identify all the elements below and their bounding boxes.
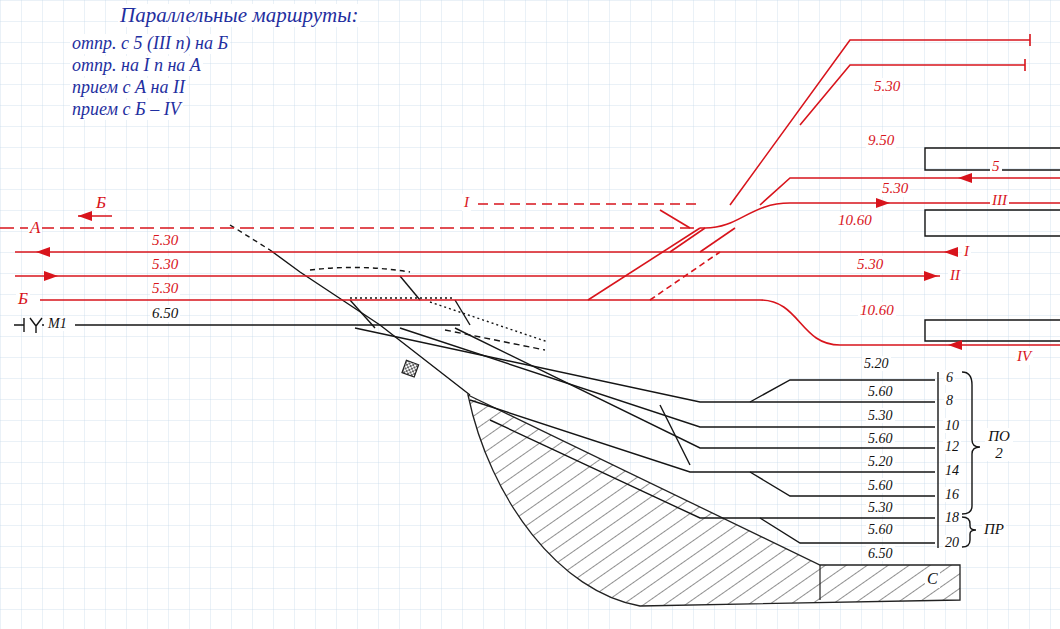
track-label: 16 bbox=[943, 487, 961, 502]
track-label: 9.50 bbox=[866, 132, 896, 149]
main-tracks-part bbox=[730, 34, 1030, 205]
direction-arrows-part bbox=[36, 247, 50, 257]
track-label: I bbox=[962, 243, 971, 260]
yard-tracks-part bbox=[400, 328, 935, 427]
direction-arrows-part bbox=[924, 271, 938, 281]
track-label: 5.20 bbox=[862, 356, 891, 371]
direction-arrows-part bbox=[876, 198, 890, 208]
track-label: ПР bbox=[982, 521, 1006, 538]
track-label: 5.30 bbox=[150, 256, 180, 273]
embankment-part bbox=[819, 565, 820, 600]
yard-tracks-part bbox=[400, 276, 420, 300]
diagram-title: Параллельные маршруты: bbox=[118, 4, 360, 27]
track-label: 14 bbox=[943, 463, 961, 478]
main-tracks-part bbox=[15, 275, 940, 277]
track-label: 5.60 bbox=[866, 384, 895, 399]
track-label: 5.30 bbox=[150, 280, 180, 297]
main-tracks-part bbox=[700, 228, 735, 252]
track-label: II bbox=[948, 267, 962, 284]
main-tracks-part bbox=[670, 228, 705, 252]
route-note: прием с А на II bbox=[70, 78, 187, 98]
yard-tracks-part bbox=[937, 372, 938, 548]
direction-arrows-part bbox=[44, 271, 58, 281]
main-tracks-part bbox=[800, 59, 1025, 125]
main-tracks-part bbox=[0, 227, 705, 229]
yard-tracks-part bbox=[75, 324, 460, 325]
direction-arrows-part bbox=[944, 247, 958, 257]
track-label: 5.20 bbox=[866, 454, 895, 469]
track-label: 5 bbox=[990, 158, 1002, 175]
yard-tracks-part bbox=[455, 300, 470, 325]
track-label: М1 bbox=[46, 316, 69, 331]
yard-tracks-part bbox=[470, 400, 935, 472]
yard-tracks-part bbox=[925, 320, 1060, 341]
yard-tracks-part bbox=[760, 518, 935, 543]
track-label: 10.60 bbox=[836, 212, 874, 229]
main-tracks-part bbox=[40, 300, 1060, 345]
direction-arrows-part bbox=[78, 211, 92, 221]
hatched-marker bbox=[402, 360, 419, 377]
track-label: Б bbox=[16, 290, 30, 309]
track-label: 6.50 bbox=[150, 305, 180, 322]
yard-tracks-part bbox=[430, 302, 548, 342]
direction-arrows bbox=[36, 173, 972, 350]
route-note: прием с Б – IV bbox=[70, 100, 183, 120]
main-tracks bbox=[0, 34, 1060, 345]
yard-tracks-part bbox=[310, 267, 410, 272]
track-label: 8 bbox=[944, 393, 955, 408]
track-label: 6.50 bbox=[866, 546, 895, 561]
yard-tracks-part bbox=[490, 420, 935, 518]
yard-tracks-part bbox=[660, 405, 690, 465]
track-label: IV bbox=[1015, 348, 1033, 365]
track-label: 5.30 bbox=[872, 78, 902, 95]
track-label: 5.30 bbox=[866, 500, 895, 515]
track-label: 12 bbox=[943, 439, 961, 454]
yard-tracks-part bbox=[962, 517, 976, 547]
track-label: 18 bbox=[943, 510, 961, 525]
track-label: 5.30 bbox=[880, 180, 910, 197]
track-label: 5.60 bbox=[866, 478, 895, 493]
yard-tracks-part bbox=[962, 372, 980, 514]
yard-tracks-part bbox=[270, 250, 470, 395]
yard-tracks-part bbox=[750, 380, 935, 402]
yard-tracks-part bbox=[455, 328, 935, 448]
track-label: Б bbox=[94, 194, 108, 213]
track-label: III bbox=[990, 192, 1009, 209]
direction-arrows-part bbox=[958, 173, 972, 183]
track-label: I bbox=[462, 194, 471, 211]
yard-tracks-part bbox=[925, 210, 1060, 236]
main-tracks-part bbox=[478, 203, 700, 205]
yard-tracks-part bbox=[750, 472, 935, 496]
yard-tracks bbox=[14, 148, 1060, 548]
main-tracks-part bbox=[760, 178, 1060, 205]
direction-arrows-part bbox=[948, 340, 962, 350]
track-label: 6 bbox=[944, 370, 955, 385]
yard-tracks-part bbox=[355, 328, 935, 402]
main-tracks-part bbox=[588, 228, 700, 300]
yard-tracks-part bbox=[350, 300, 375, 328]
track-label: 20 bbox=[943, 535, 961, 550]
yard-tracks-part bbox=[350, 297, 455, 298]
track-label: 5.30 bbox=[866, 408, 895, 423]
yard-tracks-part bbox=[14, 318, 44, 333]
track-label: 5.60 bbox=[866, 522, 895, 537]
main-tracks-part bbox=[15, 251, 955, 253]
track-label: С bbox=[925, 570, 940, 588]
track-label: А bbox=[28, 219, 42, 238]
track-label: 5.60 bbox=[866, 431, 895, 446]
track-label: 5.30 bbox=[150, 232, 180, 249]
route-note: отпр. на I п на А bbox=[70, 56, 203, 76]
track-label: 10 bbox=[943, 418, 961, 433]
main-tracks-part bbox=[660, 210, 690, 228]
route-note: отпр. с 5 (III п) на Б bbox=[70, 34, 230, 54]
track-label: ПО 2 bbox=[985, 428, 1013, 461]
main-tracks-part bbox=[650, 252, 720, 300]
track-label: 5.30 bbox=[855, 256, 885, 273]
track-label: 10.60 bbox=[858, 302, 896, 319]
